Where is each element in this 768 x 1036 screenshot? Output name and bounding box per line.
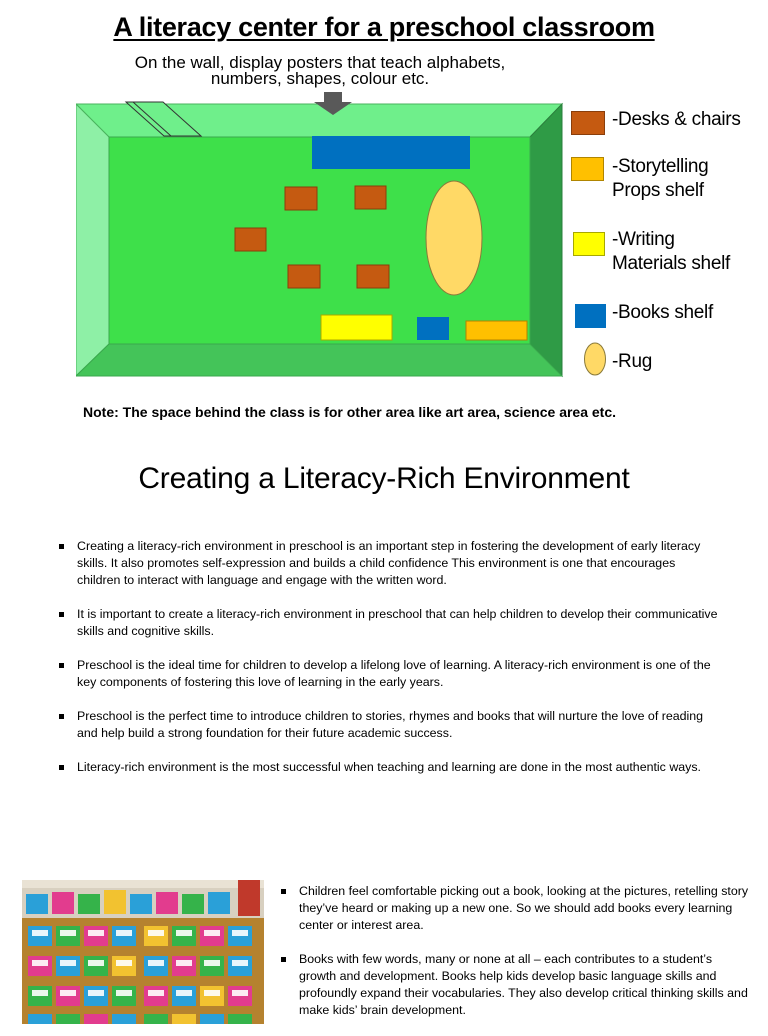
list-item: Literacy-rich environment is the most su…	[59, 759, 719, 776]
legend-swatch-storytelling	[571, 157, 604, 181]
bullet-icon	[281, 957, 286, 962]
legend-label-rug: -Rug	[612, 351, 652, 372]
legend-swatch-books	[575, 304, 606, 328]
legend-label-storytelling-1: -Storytelling	[612, 156, 709, 177]
list-item: Preschool is the ideal time for children…	[59, 657, 719, 691]
writing-materials-shelf	[320, 314, 393, 341]
page-title: A literacy center for a preschool classr…	[113, 12, 655, 42]
legend-label-writing-1: -Writing	[612, 229, 675, 250]
classroom-diagram	[76, 92, 564, 378]
list-item: Books with few words, many or none at al…	[281, 951, 751, 1019]
legend-label-books: -Books shelf	[612, 302, 713, 323]
wall-note-line-2: numbers, shapes, colour etc.	[210, 69, 430, 88]
books-shelf-floor	[417, 317, 449, 340]
top-bins	[26, 880, 260, 916]
legend: -Desks & chairs -Storytelling Props shel…	[570, 106, 768, 386]
legend-swatch-rug	[584, 342, 606, 376]
arrow-down-icon	[314, 92, 352, 115]
legend-swatch-writing	[573, 232, 605, 256]
bullet-icon	[59, 765, 64, 770]
door	[124, 101, 203, 137]
right-wall	[529, 102, 563, 378]
left-wall	[76, 103, 110, 377]
side-bullet-list: Children feel comfortable picking out a …	[281, 883, 751, 1036]
bullet-icon	[281, 889, 286, 894]
storytelling-props-shelf	[465, 320, 528, 341]
wall-note-line-1: On the wall, display posters that teach …	[134, 53, 506, 72]
bookshelf-photo	[22, 880, 264, 1024]
bullet-icon	[59, 663, 64, 668]
desk	[356, 264, 390, 289]
desk	[234, 227, 267, 252]
list-item: Creating a literacy-rich environment in …	[59, 538, 719, 589]
section-title: Creating a Literacy-Rich Environment	[138, 462, 630, 495]
legend-label-writing-2: Materials shelf	[612, 253, 730, 274]
legend-label-desks: -Desks & chairs	[612, 109, 741, 130]
main-bullet-list: Creating a literacy-rich environment in …	[59, 538, 719, 793]
legend-swatch-desks	[571, 111, 605, 135]
bullet-icon	[59, 544, 64, 549]
list-item: Children feel comfortable picking out a …	[281, 883, 751, 934]
wall-note: On the wall, display posters that teach …	[100, 53, 540, 88]
bullet-icon	[59, 612, 64, 617]
legend-label-storytelling-2: Props shelf	[612, 180, 704, 201]
diagram-note: Note: The space behind the class is for …	[83, 404, 617, 420]
desk	[284, 186, 318, 211]
desk	[354, 185, 387, 210]
rug	[425, 180, 483, 296]
books-shelf-wall	[312, 136, 470, 169]
desk	[287, 264, 321, 289]
front-wall	[76, 343, 564, 377]
bullet-icon	[59, 714, 64, 719]
list-item: Preschool is the perfect time to introdu…	[59, 708, 719, 742]
list-item: It is important to create a literacy-ric…	[59, 606, 719, 640]
